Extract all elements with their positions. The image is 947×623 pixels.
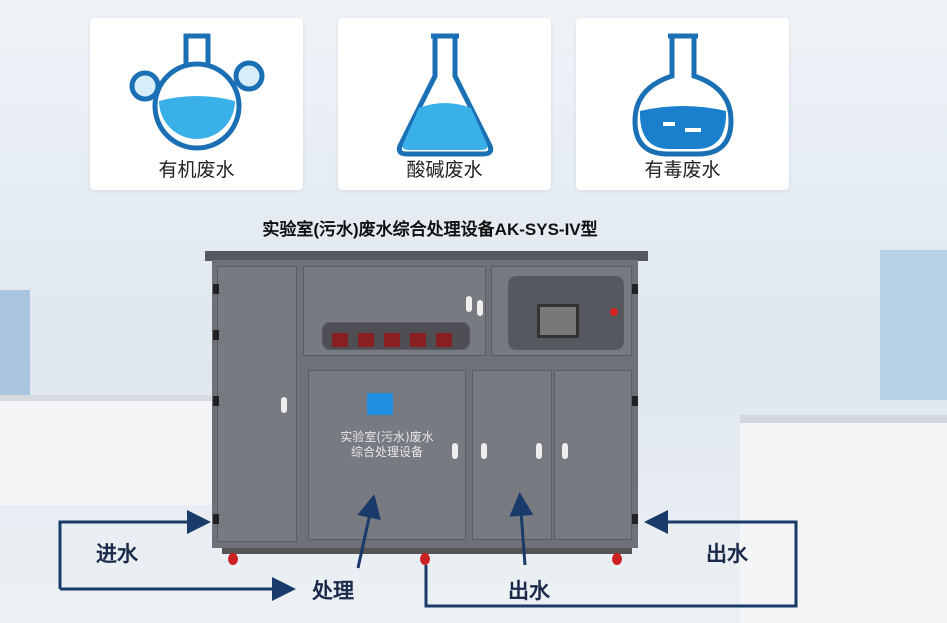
brand-logo bbox=[367, 393, 393, 415]
card-acid-base-wastewater: 酸碱废水 bbox=[338, 18, 551, 190]
lab-bench-left bbox=[0, 395, 215, 505]
caster-wheel bbox=[612, 553, 622, 565]
inlet-arrow bbox=[58, 510, 211, 589]
outlet-label-right: 出水 bbox=[706, 542, 748, 566]
lab-background-window bbox=[0, 290, 30, 400]
outlet-arrow bbox=[424, 510, 798, 608]
card-organic-wastewater: 有机废水 bbox=[90, 18, 303, 190]
caster-wheel bbox=[420, 553, 430, 565]
emergency-stop-button[interactable] bbox=[610, 308, 618, 316]
outlet-label-bottom: 出水 bbox=[508, 579, 550, 603]
caster-wheel bbox=[228, 553, 238, 565]
touch-screen[interactable] bbox=[537, 304, 579, 338]
card-label: 酸碱废水 bbox=[406, 159, 483, 181]
lab-bench-right bbox=[740, 415, 947, 623]
card-label: 有毒废水 bbox=[644, 159, 721, 181]
card-toxic-wastewater: 有毒废水 bbox=[576, 18, 789, 190]
process-arrow-up bbox=[356, 494, 381, 569]
process-label: 处理 bbox=[312, 579, 354, 603]
erlenmeyer-flask-icon bbox=[396, 33, 493, 157]
card-label: 有机废水 bbox=[158, 159, 235, 181]
round-flask-icon bbox=[129, 33, 264, 151]
outlet-arrow-up bbox=[509, 492, 534, 566]
pumps bbox=[332, 333, 462, 347]
lab-window-right bbox=[880, 250, 947, 400]
inlet-label: 进水 bbox=[96, 542, 138, 566]
door-text-line1: 实验室(污水)废水 bbox=[340, 430, 434, 444]
round-bottom-flask-icon bbox=[631, 33, 734, 157]
product-title: 实验室(污水)废水综合处理设备AK-SYS-IV型 bbox=[262, 220, 598, 239]
door-text-line2: 综合处理设备 bbox=[350, 445, 423, 459]
